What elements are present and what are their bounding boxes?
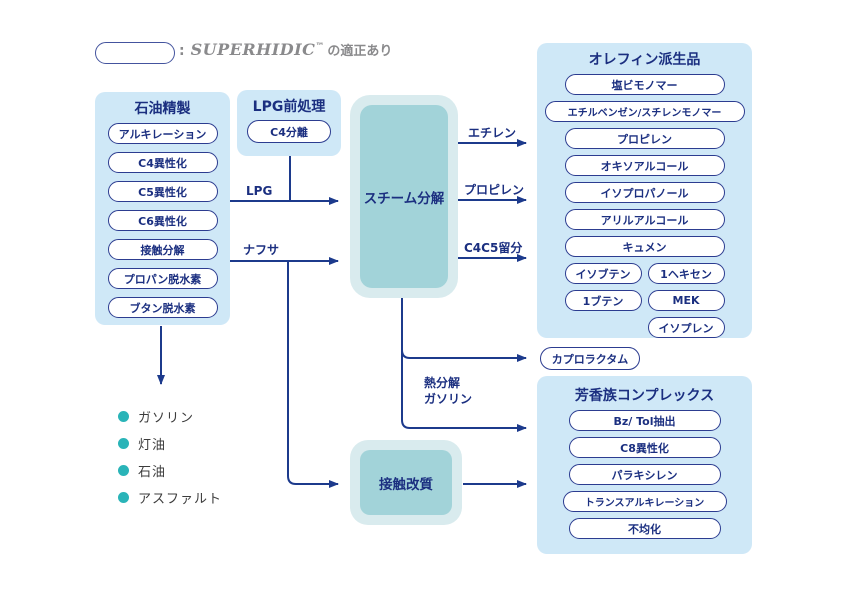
flow-label-naphtha: ナフサ [243, 243, 280, 257]
pygas-line1: 熱分解 [424, 376, 461, 390]
unit-label-steam-cracking: スチーム分解 [360, 105, 448, 288]
pygas-line2: ガソリン [424, 392, 473, 406]
product-label: アスファルト [138, 492, 223, 507]
process-pill-c4-isomerization: C4異性化 [107, 152, 218, 173]
process-pill-c8-isomerization: C8異性化 [568, 437, 721, 458]
product-pill-isoprene: イソプレン [647, 317, 725, 338]
unit-label-catalytic-reforming: 接触改質 [360, 450, 452, 515]
flow-label-pyrolysis-gasoline: 熱分解 ガソリン [424, 375, 472, 407]
bullet-icon [118, 492, 129, 503]
product-pill-caprolactam: カプロラクタム [540, 347, 640, 370]
aromatics-pill-list: Bz/ Tol抽出 C8異性化 パラキシレン トランスアルキレーション 不均化 [537, 410, 752, 539]
legend-brand-name: SUPERHIDIC [190, 40, 316, 59]
product-pill-1-hexene: 1ヘキセン [647, 263, 725, 284]
list-item-kerosene: 灯油 [118, 434, 222, 453]
panel-aromatics-complex: 芳香族コンプレックス Bz/ Tol抽出 C8異性化 パラキシレン トランスアル… [537, 376, 752, 554]
flow-label-c4c5-fraction: C4C5留分 [464, 241, 523, 255]
process-pill-disproportionation: 不均化 [568, 518, 721, 539]
process-pill-c5-isomerization: C5異性化 [107, 181, 218, 202]
process-pill-catalytic-cracking: 接触分解 [107, 239, 218, 260]
bullet-icon [118, 465, 129, 476]
panel-title: LPG前処理 [252, 99, 326, 115]
list-item-asphalt: アスファルト [118, 488, 222, 507]
process-pill-c4-separation: C4分離 [247, 120, 331, 143]
unit-catalytic-reforming: 接触改質 [350, 440, 462, 525]
panel-petroleum-refining: 石油精製 アルキレーション C4異性化 C5異性化 C6異性化 接触分解 プロパ… [95, 92, 230, 325]
panel-title: 石油精製 [134, 101, 191, 117]
panel-olefin-derivatives: オレフィン派生品 塩ビモノマー エチルベンゼン/スチレンモノマー プロピレン オ… [537, 43, 752, 338]
list-item-oil: 石油 [118, 461, 222, 480]
process-pill-transalkylation: トランスアルキレーション [562, 491, 727, 512]
process-pill-c6-isomerization: C6異性化 [107, 210, 218, 231]
product-pill-cumene: キュメン [564, 236, 725, 257]
process-pill-paraxylene: パラキシレン [568, 464, 721, 485]
product-label: 石油 [138, 465, 167, 480]
product-pill-allyl-alcohol: アリルアルコール [564, 209, 725, 230]
product-label: 灯油 [138, 438, 167, 453]
bullet-icon [118, 411, 129, 422]
product-pill-propylene: プロピレン [564, 128, 725, 149]
panel-title: オレフィン派生品 [588, 52, 701, 68]
process-pill-bz-tol-extraction: Bz/ Tol抽出 [568, 410, 721, 431]
product-pill-ethylbenzene-styrene-monomer: エチルベンゼン/スチレンモノマー [544, 101, 745, 122]
legend-suffix: の適正あり [327, 44, 393, 59]
olefin-pill-list: 塩ビモノマー エチルベンゼン/スチレンモノマー プロピレン オキソアルコール イ… [537, 74, 752, 338]
trademark-symbol: ™ [315, 42, 325, 52]
flow-label-lpg: LPG [246, 184, 273, 198]
product-pill-mek: MEK [647, 290, 725, 311]
list-item-gasoline: ガソリン [118, 407, 222, 426]
panel-lpg-pretreatment: LPG前処理 C4分離 [237, 90, 341, 156]
process-pill-alkylation: アルキレーション [107, 123, 218, 144]
bullet-icon [118, 438, 129, 449]
arrow-naphtha-to-reformer [287, 261, 339, 488]
product-pill-vinyl-chloride-monomer: 塩ビモノマー [564, 74, 725, 95]
arrow-to-caprolactam [401, 349, 527, 362]
legend-sample-box [95, 42, 175, 64]
refinery-products-list: ガソリン 灯油 石油 アスファルト [118, 407, 222, 507]
unit-steam-cracking: スチーム分解 [350, 95, 458, 298]
arrow-pygas-to-aromatics [401, 298, 527, 432]
product-pill-1-butene: 1ブテン [564, 290, 642, 311]
process-pill-butane-dehydrogenation: ブタン脱水素 [107, 297, 218, 318]
process-pill-propane-dehydrogenation: プロパン脱水素 [107, 268, 218, 289]
legend-colon: : [179, 43, 185, 59]
product-pill-isopropanol: イソプロパノール [564, 182, 725, 203]
panel-title: 芳香族コンプレックス [574, 388, 715, 404]
product-label: ガソリン [138, 411, 195, 426]
product-pill-isobutene: イソブテン [564, 263, 642, 284]
flow-label-propylene: プロピレン [464, 183, 525, 197]
refining-pill-list: アルキレーション C4異性化 C5異性化 C6異性化 接触分解 プロパン脱水素 … [95, 123, 230, 318]
legend-caption: : SUPERHIDIC ™ の適正あり [179, 40, 392, 59]
product-pill-oxo-alcohol: オキソアルコール [564, 155, 725, 176]
flow-label-ethylene: エチレン [468, 126, 517, 140]
